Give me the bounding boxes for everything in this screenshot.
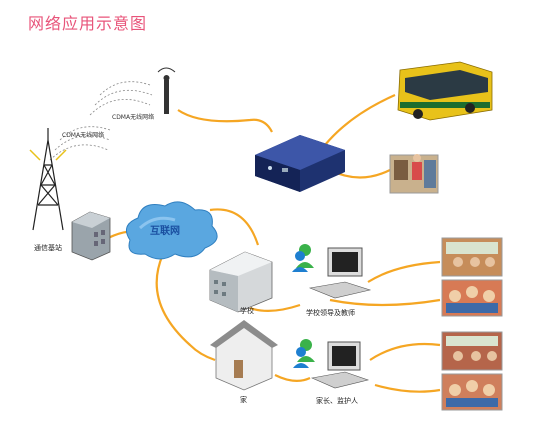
- house-icon: [210, 320, 278, 391]
- dvr-device-icon: [255, 135, 345, 192]
- parents-label: 家长、监护人: [316, 397, 358, 405]
- cell-tower-icon: [29, 128, 67, 231]
- school-video-photo-2: [441, 279, 503, 317]
- base-station-label: 通信基站: [34, 244, 62, 252]
- wireless-waves: [49, 81, 153, 161]
- home-label: 家: [240, 396, 247, 404]
- diagram-title: 网络应用示意图: [28, 14, 148, 33]
- cdma-network-label-1: CDMA无线网络: [112, 114, 155, 121]
- cdma-network-label-2: CDMA无线网络: [62, 132, 105, 139]
- antenna-icon: [157, 67, 176, 114]
- school-label: 学校: [240, 307, 254, 315]
- bus-icon: [397, 61, 493, 121]
- base-station-building-icon: [71, 211, 111, 261]
- internet-cloud-icon: [125, 201, 218, 260]
- school-building-icon: [209, 251, 273, 313]
- school-video-photo-1: [441, 237, 503, 277]
- school-computer-icon: [292, 244, 372, 299]
- home-video-photo-1: [441, 331, 503, 371]
- school-leaders-label: 学校领导及教师: [306, 309, 355, 317]
- home-video-photo-2: [441, 373, 503, 411]
- bus-passenger-photo: [389, 154, 439, 194]
- connector-lines: [107, 93, 441, 393]
- internet-label: 互联网: [150, 226, 180, 237]
- home-computer-icon: [293, 339, 370, 389]
